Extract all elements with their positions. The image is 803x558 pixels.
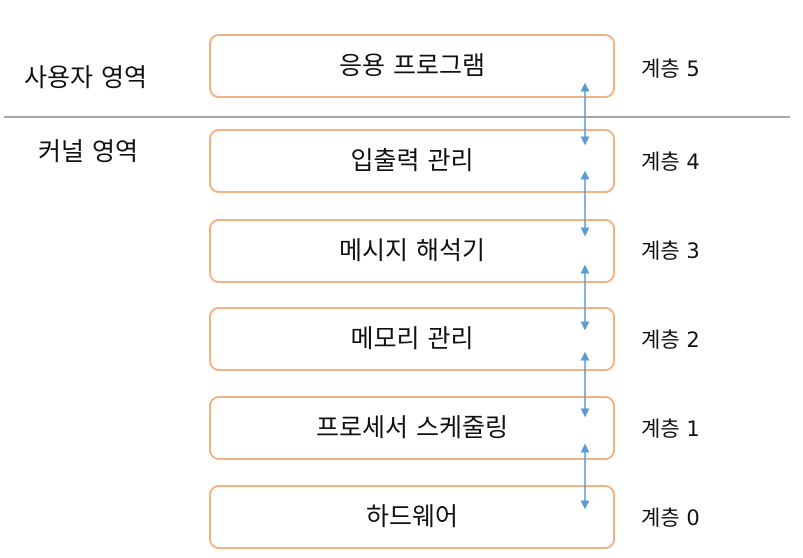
layer-4-level: 계층 4	[641, 150, 700, 174]
layer-0-name: 하드웨어	[365, 502, 458, 531]
user-kernel-divider	[4, 116, 790, 118]
user-zone-label: 사용자 영역	[24, 63, 147, 92]
layer-2-name: 메모리 관리	[350, 324, 474, 353]
layer-0-level: 계층 0	[641, 506, 700, 530]
layer-box-1: 프로세서 스케줄링	[209, 396, 615, 460]
layer-box-2: 메모리 관리	[209, 307, 615, 371]
layer-4-name: 입출력 관리	[350, 146, 474, 175]
kernel-zone-label: 커널 영역	[38, 137, 138, 166]
layer-2-level: 계층 2	[641, 328, 700, 352]
layer-box-0: 하드웨어	[209, 485, 615, 549]
layer-1-name: 프로세서 스케줄링	[316, 413, 508, 442]
layer-1-level: 계층 1	[641, 417, 700, 441]
layer-box-3: 메시지 해석기	[209, 219, 615, 283]
layer-box-5: 응용 프로그램	[209, 34, 615, 98]
layer-5-name: 응용 프로그램	[339, 51, 485, 80]
layer-box-4: 입출력 관리	[209, 129, 615, 193]
layer-3-name: 메시지 해석기	[339, 236, 485, 265]
layer-3-level: 계층 3	[641, 239, 700, 263]
layer-5-level: 계층 5	[641, 57, 700, 81]
